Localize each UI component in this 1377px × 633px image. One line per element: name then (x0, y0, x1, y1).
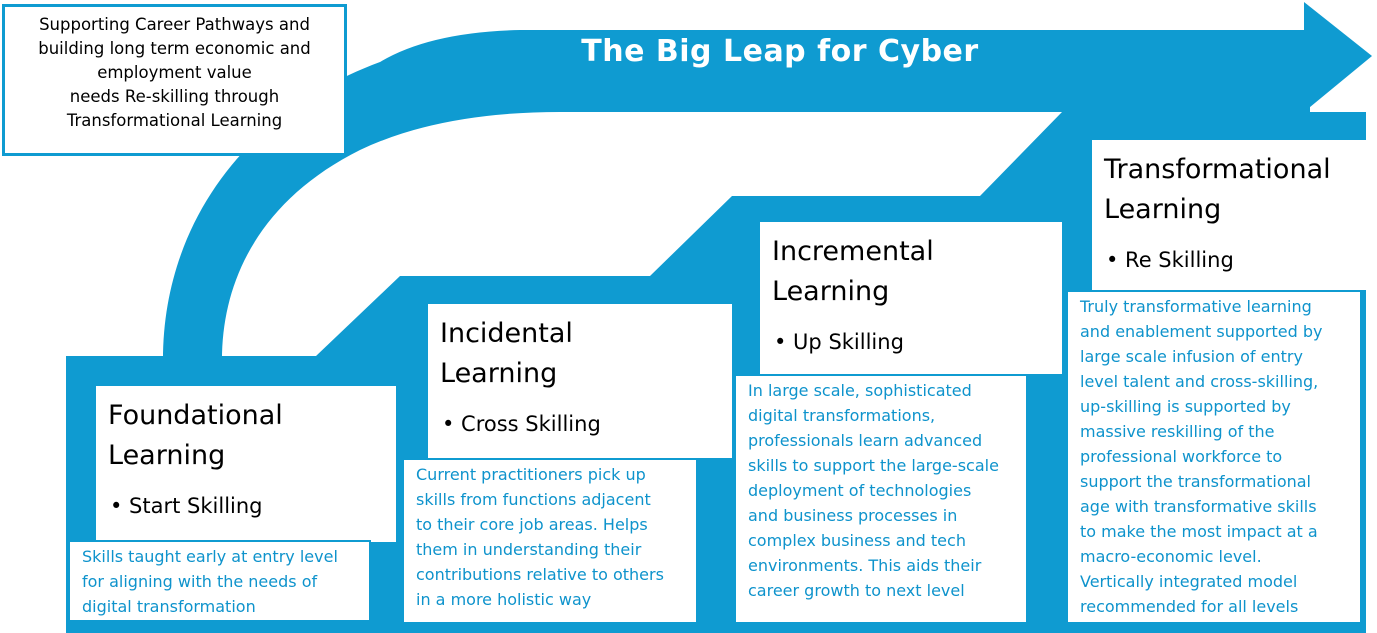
banner-title: The Big Leap for Cyber (581, 34, 979, 69)
callout-line: building long term economic and (38, 39, 311, 58)
stage-transformational-card: Transformational Learning • Re Skilling (1092, 140, 1366, 290)
arrow-head (1304, 2, 1372, 112)
callout-line: Supporting Career Pathways and (39, 15, 310, 34)
stage-title: Transformational Learning (1104, 154, 1331, 225)
stage-title: Incremental Learning (772, 236, 934, 307)
callout-line: needs Re-skilling through (69, 87, 280, 106)
stage-incidental-card: Incidental Learning • Cross Skilling (428, 304, 732, 458)
stage-transformational-description: Truly transformative learning and enable… (1066, 290, 1362, 624)
stage-foundational-description: Skills taught early at entry level for a… (68, 540, 371, 622)
callout-line: Transformational Learning (66, 111, 283, 130)
stage-foundational-card: Foundational Learning • Start Skilling (96, 386, 396, 542)
stage-bullet: • Cross Skilling (442, 412, 601, 436)
stage-incremental-card: Incremental Learning • Up Skilling (760, 222, 1062, 374)
stage-incidental-description: Current practitioners pick up skills fro… (402, 458, 698, 624)
stage-bullet: • Re Skilling (1106, 248, 1234, 272)
stage-title: Incidental Learning (440, 318, 573, 389)
stage-bullet: • Up Skilling (774, 330, 904, 354)
arrow-curve (163, 30, 1310, 360)
stage-bullet: • Start Skilling (110, 494, 263, 518)
callout-box: Supporting Career Pathways and building … (2, 4, 347, 156)
callout-line: employment value (97, 63, 252, 82)
stage-title: Foundational Learning (108, 400, 283, 471)
stage-incremental-description: In large scale, sophisticated digital tr… (734, 374, 1028, 624)
